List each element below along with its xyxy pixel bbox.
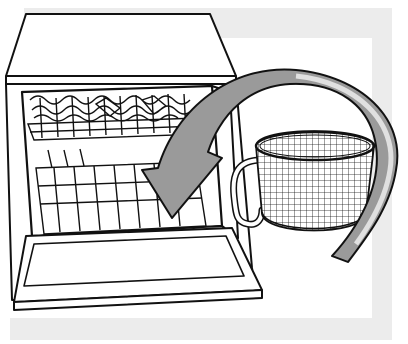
dishwasher-door [14,228,262,310]
dishwasher-top [6,14,236,76]
background-panel-bottom [10,318,392,340]
